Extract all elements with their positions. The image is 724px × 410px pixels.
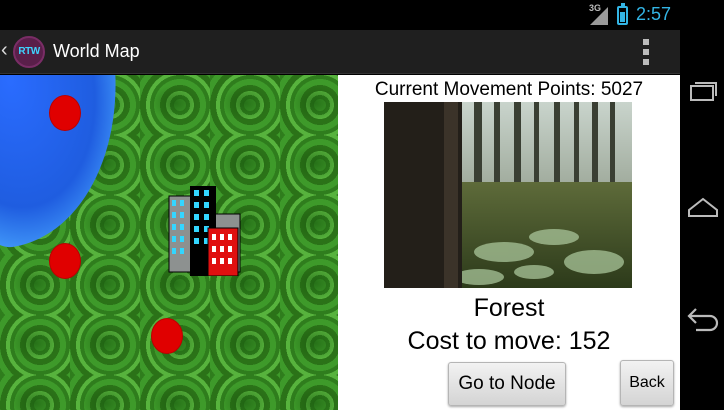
home-icon[interactable] bbox=[686, 190, 720, 220]
world-map[interactable] bbox=[0, 75, 338, 410]
map-node[interactable] bbox=[151, 318, 183, 354]
city-icon[interactable] bbox=[168, 186, 242, 276]
system-nav-bar bbox=[680, 0, 724, 410]
signal-icon bbox=[590, 7, 608, 25]
app-logo: RTW bbox=[13, 36, 45, 68]
page-title: World Map bbox=[53, 41, 140, 61]
status-bar: 3G 2:57 bbox=[0, 0, 680, 30]
move-cost: Cost to move: 152 bbox=[407, 327, 611, 355]
chevron-left-icon: ‹ bbox=[1, 39, 8, 61]
node-info-panel: Current Movement Points: 5027 Forest Cos… bbox=[338, 75, 680, 410]
battery-icon bbox=[617, 3, 628, 25]
back-button[interactable]: Back bbox=[620, 360, 674, 406]
map-node[interactable] bbox=[49, 95, 81, 131]
network-type: 3G bbox=[589, 3, 602, 13]
map-node[interactable] bbox=[49, 243, 81, 279]
terrain-photo bbox=[384, 102, 632, 288]
action-bar: ‹ RTW World Map bbox=[0, 30, 680, 74]
recents-icon[interactable] bbox=[686, 77, 720, 107]
movement-points: Current Movement Points: 5027 bbox=[374, 79, 644, 100]
go-to-node-button[interactable]: Go to Node bbox=[448, 362, 566, 406]
up-navigation[interactable]: ‹ RTW bbox=[0, 36, 48, 68]
app-logo-text: RTW bbox=[18, 46, 40, 57]
overflow-menu-icon[interactable] bbox=[638, 39, 654, 65]
terrain-name: Forest bbox=[473, 294, 545, 322]
back-icon[interactable] bbox=[686, 303, 720, 333]
clock: 2:57 bbox=[636, 4, 672, 24]
